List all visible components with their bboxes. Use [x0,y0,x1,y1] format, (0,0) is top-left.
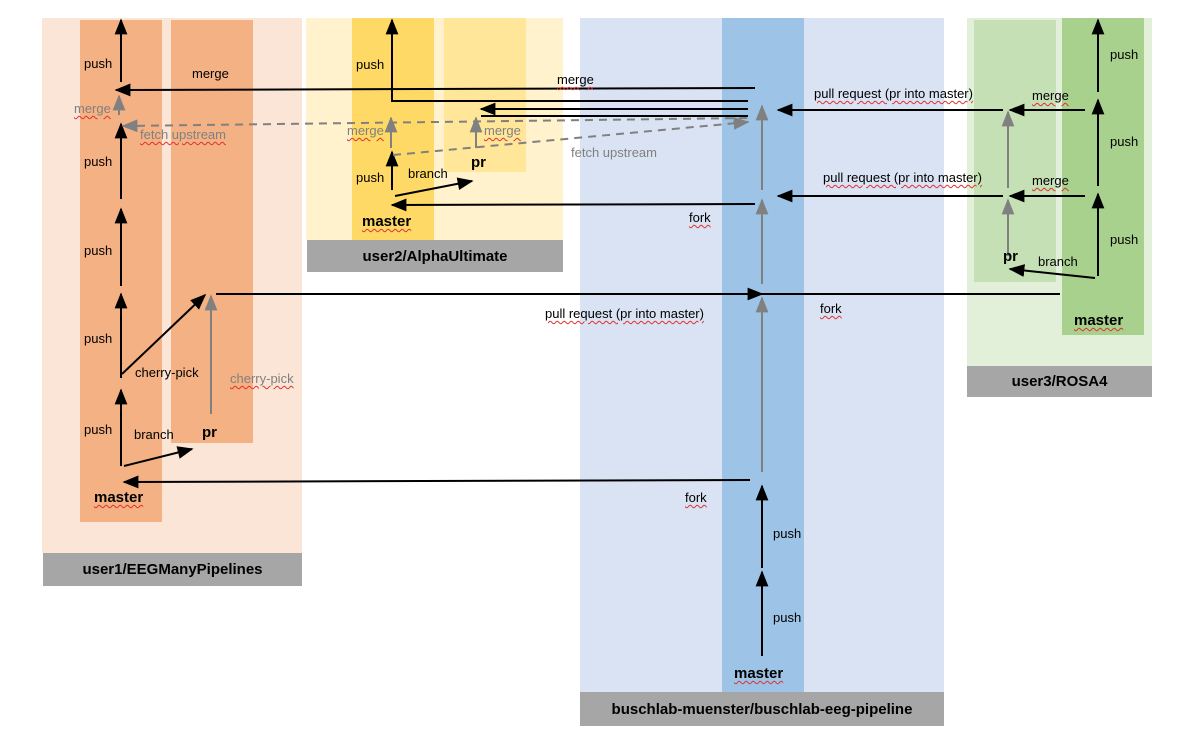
u3-fork-label: fork [820,301,842,316]
u2-merge-label: merge [557,72,594,87]
u2-fork-label: fork [689,210,711,225]
u3-push-label-3: push [1110,47,1139,62]
u1-pr-label-text: pull request (pr into master) [545,306,704,321]
u3-push-label-1: push [1110,232,1139,247]
u1-cherry-pick [121,293,207,375]
u2-master-label: master [362,213,412,230]
u2-fetch-upstream-label: fetch upstream [571,145,657,160]
main-repo-footer: buschlab-muenster/buschlab-eeg-pipeline [580,692,944,726]
u2-fork [390,198,756,212]
u1-fork [122,475,751,489]
u3-branch [1008,264,1096,279]
u1-push-label-4: push [84,154,113,169]
u3-pr-label-1: pull request (pr into master) [823,170,982,185]
u2-pr-merge-label-gray: merge [484,123,521,138]
u1-master-label: master [94,489,144,506]
u3-branch-label: branch [1038,254,1078,269]
u1-cherry-pick-label: cherry-pick [135,365,199,380]
user3-pr-lane [974,20,1056,282]
u1-push-label-1: push [84,422,113,437]
u3-merge-label-2: merge [1032,88,1069,103]
user1-repo-footer: user1/EEGManyPipelines [43,553,302,586]
u1-fork-label: fork [685,490,707,505]
u2-branch-label: branch [408,166,448,181]
user2-repo-footer: user2/AlphaUltimate [307,240,563,272]
u3-merge-label-1: merge [1032,173,1069,188]
u2-fetch-upstream [392,116,750,156]
u3-master-label: master [1074,312,1124,329]
u1-branch-label: branch [134,427,174,442]
u2-merge-label-gray: merge [347,123,384,138]
u1-fetch-upstream [121,117,749,133]
main-push-label-1: push [773,610,802,625]
user3-master-lane [1062,18,1144,335]
u3-pr-label-2: pull request (pr into master) [814,86,973,101]
u1-push-label-5: push [84,56,113,71]
main-push-label-2: push [773,526,802,541]
u1-merge-label-gray: merge [74,101,111,116]
u2-push-label-2: push [356,57,385,72]
u1-fetch-upstream-label: fetch upstream [140,127,226,142]
u1-push-label-3: push [84,243,113,258]
u1-push-label-2: push [84,331,113,346]
u1-branch [123,446,194,467]
u2-push-label-1: push [356,170,385,185]
user3-repo-footer: user3/ROSA4 [967,366,1152,397]
u1-pr-cherry-pick-label: cherry-pick [230,371,294,386]
u1-merge-from-main [114,83,756,97]
u3-push-label-2: push [1110,134,1139,149]
main-master-label: master [734,665,784,682]
u2-pr-label: pr [471,154,486,171]
u1-pr-label: pr [202,424,217,441]
u3-pr-label: pr [1003,248,1018,265]
u2-branch [394,177,474,197]
user2-pr-lane [444,18,526,172]
u1-merge-label: merge [192,66,229,81]
